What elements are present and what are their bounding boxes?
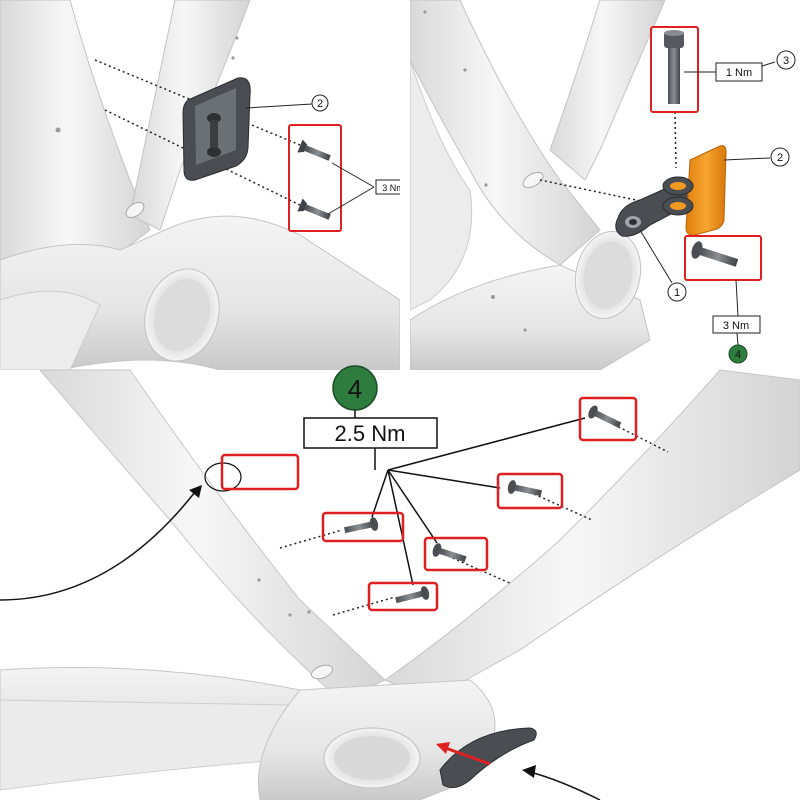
torque-label-box	[303, 417, 438, 449]
empty-mount-highlight-box	[220, 453, 300, 491]
bottle-cage-screw	[507, 480, 542, 497]
bolt-path-line	[104, 109, 301, 206]
screw-highlight-box	[367, 581, 439, 612]
callout-circle-part-2	[311, 94, 329, 112]
bolt-path-line	[539, 179, 661, 206]
screw-highlight-box	[321, 511, 405, 543]
callout-number-part-1: 1	[674, 287, 680, 299]
bottle-cage-screw	[588, 405, 622, 428]
bb-cover-part	[439, 727, 537, 789]
cable-port	[310, 664, 334, 680]
bolt-path-line	[447, 555, 513, 585]
mount-plate-part	[182, 77, 251, 181]
step-badge-small	[728, 344, 748, 364]
screw-highlight-box	[496, 472, 564, 510]
torque-leader-lines	[371, 417, 586, 586]
screw-torque-box	[712, 315, 761, 334]
screw-torque-label: 3 Nm	[723, 320, 749, 332]
callout-circle-part-1	[667, 282, 687, 302]
panel-bottom: 4 2.5 Nm	[0, 365, 800, 800]
pointer-arrow	[529, 771, 601, 800]
countersunk-screw	[297, 198, 331, 220]
bottle-cage-screw	[395, 586, 430, 604]
countersunk-screw	[297, 139, 331, 161]
bottle-cage-screw	[432, 543, 467, 563]
pointer-arrow	[0, 491, 196, 601]
panel-top-left: 2 3 Nm	[0, 0, 412, 371]
bolt-path-line	[524, 489, 593, 521]
frame-seat-tube	[38, 369, 386, 701]
callout-circle-part-2	[770, 147, 790, 167]
bolt-path-line	[674, 111, 677, 169]
screw-highlight-box	[423, 536, 489, 572]
socket-head-bolt	[664, 30, 684, 104]
bolt-path-line	[279, 529, 343, 549]
screw-highlight-box	[578, 396, 638, 442]
callout-circle-part-3	[776, 50, 796, 70]
orange-bracket-part	[662, 145, 727, 236]
frame-down-tube	[383, 369, 800, 701]
screws-highlight-box	[288, 124, 342, 232]
screw-highlight-box	[684, 235, 762, 281]
callout-number-part-3: 3	[783, 55, 789, 67]
cable-port	[522, 171, 544, 189]
torque-label: 3 Nm	[382, 183, 404, 193]
bolt-torque-label: 1 Nm	[726, 67, 752, 79]
step-badge-small-number: 4	[735, 349, 741, 361]
callout-number-part-2: 2	[777, 152, 783, 164]
callout-number-part-2: 2	[317, 98, 323, 110]
clamp-part	[615, 181, 691, 237]
step-badge-number: 4	[348, 374, 362, 404]
bolt-path-line	[332, 596, 396, 616]
bolt-highlight-box	[650, 26, 699, 113]
frame-top-stay	[549, 0, 666, 181]
bottle-cage-screw	[344, 517, 379, 534]
torque-label: 2.5 Nm	[335, 421, 406, 446]
button-head-screw	[691, 241, 739, 267]
bolt-torque-box	[715, 62, 763, 82]
cable-port	[125, 201, 145, 219]
frame-down-section	[409, 59, 473, 311]
insert-arrow	[439, 744, 491, 766]
frame-seat-tube	[409, 0, 601, 266]
panel-top-right: 1 Nm 3 2 1 3 Nm 4	[409, 0, 800, 371]
frame-chainstay	[0, 290, 101, 371]
panel-divider-vertical	[400, 0, 410, 370]
